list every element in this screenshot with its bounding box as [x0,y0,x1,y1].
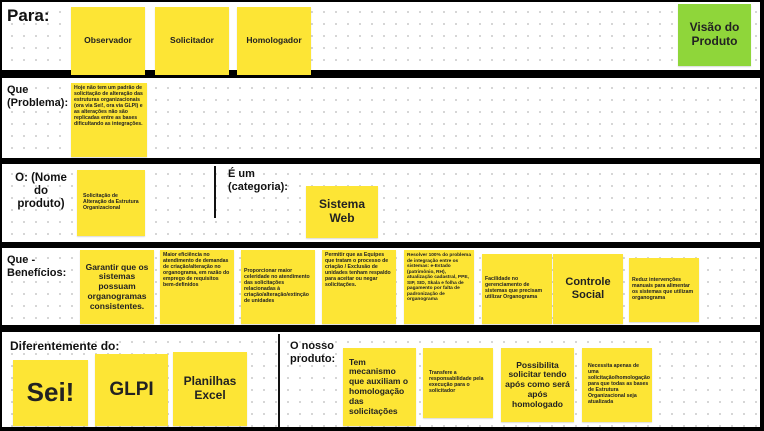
note-beneficio-7[interactable]: Controle Social [553,254,623,324]
row-para: Para: Observador Solicitador Homologador… [2,2,760,75]
note-solicitador[interactable]: Solicitador [155,7,229,75]
note-produto-4[interactable]: Necessita apenas de uma solicitação/homo… [582,348,652,422]
label-para: Para: [7,6,50,25]
label-problema: Que (Problema): [7,84,69,109]
note-produto-3[interactable]: Possibilita solicitar tendo após como se… [501,348,574,422]
note-produto-2[interactable]: Transfere a responsabilidade pela execuç… [423,348,493,418]
note-beneficio-3[interactable]: Proporcionar maior celeridade no atendim… [241,250,315,324]
label-nome-produto: O: (Nome do produto) [15,172,67,211]
label-categoria: É um (categoria): [228,168,288,193]
label-diferente: Diferentemente do: [10,339,120,353]
note-homologador[interactable]: Homologador [237,7,311,75]
note-beneficio-4[interactable]: Permitir que as Equipes que tratam o pro… [322,250,396,324]
note-problema[interactable]: Hoje não tem um padrão de solicitação de… [71,83,147,157]
note-beneficio-2[interactable]: Maior eficiência no atendimento de deman… [160,250,234,324]
note-produto-1[interactable]: Tem mecanismo que auxiliam o homologação… [343,348,416,426]
note-beneficio-8[interactable]: Reduz intervenções manuais para alimenta… [629,258,699,322]
note-beneficio-5[interactable]: Resolver 100% do problema de integração … [404,250,474,324]
note-beneficio-6[interactable]: Facilidade no gerenciamento de sistemas … [482,254,552,324]
label-nosso-produto: O nosso produto: [290,340,336,365]
note-planilhas[interactable]: Planilhas Excel [173,352,247,426]
note-sei[interactable]: Sei! [13,360,88,426]
note-nome-produto[interactable]: Solicitação de Alteração da Estrutura Or… [77,170,145,236]
note-categoria[interactable]: Sistema Web [306,186,378,238]
note-glpi[interactable]: GLPI [95,354,168,426]
note-beneficio-1[interactable]: Garantir que os sistemas possuam organog… [80,250,154,324]
divider-produto [278,334,280,427]
note-visao-produto[interactable]: Visão do Produto [678,4,751,66]
row-nome-produto: O: (Nome do produto) Solicitação de Alte… [2,164,760,242]
row-diferente: Diferentemente do: Sei! GLPI Planilhas E… [2,332,760,427]
divider-categoria [214,166,216,218]
label-beneficios: Que - Benefícios: [7,254,67,279]
note-observador[interactable]: Observador [71,7,145,75]
row-beneficios: Que - Benefícios: Garantir que os sistem… [2,248,760,325]
row-problema: Que (Problema): Hoje não tem um padrão d… [2,78,760,158]
